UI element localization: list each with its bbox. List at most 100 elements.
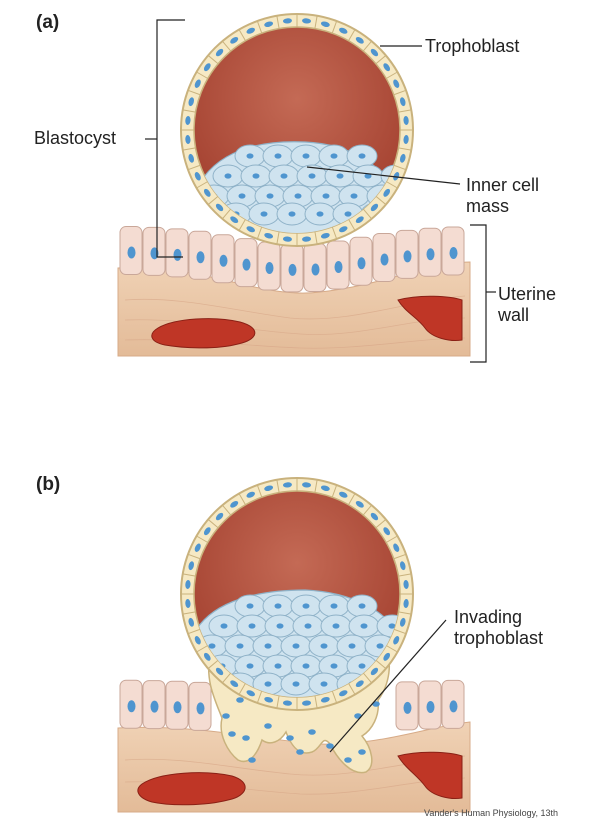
trophoblast-nucleus xyxy=(302,482,312,488)
trophoblast-nucleus xyxy=(246,491,255,498)
trophoblast-nucleus xyxy=(194,172,201,181)
inner-cell-nucleus xyxy=(358,603,366,609)
inner-cell-mass-cells-a xyxy=(198,144,400,226)
inner-cell-nucleus xyxy=(358,663,366,669)
inner-cell-nucleus xyxy=(264,681,272,687)
trophoblast-cell-border xyxy=(385,181,398,189)
trophoblast-nucleus xyxy=(320,485,330,491)
epithelial-nucleus xyxy=(449,246,458,259)
trophoblast-nucleus xyxy=(370,203,379,212)
trophoblast-nucleus xyxy=(246,226,255,233)
trophoblast-nucleus xyxy=(185,579,191,589)
invading-nucleus xyxy=(222,713,230,719)
trophoblast-nucleus xyxy=(355,216,364,224)
panel-a xyxy=(117,13,496,363)
epithelial-nucleus xyxy=(196,251,205,264)
invading-trophoblast-leader xyxy=(329,619,447,753)
trophoblast-cell-border xyxy=(393,89,407,96)
trophoblast-nucleus xyxy=(185,115,191,125)
trophoblast-nucleus xyxy=(282,18,292,24)
trophoblast-nucleus xyxy=(203,188,211,197)
trophoblast-nucleus xyxy=(246,27,255,34)
inner-cell-nucleus xyxy=(292,643,300,649)
inner-cell-nucleus xyxy=(302,603,310,609)
uterine-wall-bracket xyxy=(470,224,487,363)
trophoblast-nucleus xyxy=(320,233,330,239)
trophoblast-nucleus xyxy=(339,491,348,498)
invading-nucleus xyxy=(242,735,250,741)
uterine-wall-label: Uterine wall xyxy=(498,284,556,326)
inner-cell-nucleus xyxy=(322,193,330,199)
trophoblast-cell-border xyxy=(222,208,232,220)
epithelial-nucleus xyxy=(196,702,205,715)
inner-cell-nucleus xyxy=(376,643,384,649)
trophoblast-nucleus xyxy=(264,21,274,27)
uterine-wall-label-line1: Uterine xyxy=(498,284,557,304)
trophoblast-cell-border xyxy=(375,519,387,529)
trophoblast-nucleus xyxy=(400,617,406,627)
inner-cell-nucleus xyxy=(308,173,316,179)
trophoblast-nucleus xyxy=(400,97,406,107)
trophoblast-cell-border xyxy=(196,181,209,189)
trophoblast-nucleus xyxy=(383,652,391,661)
trophoblast-nucleus xyxy=(320,21,330,27)
trophoblast-cell-border xyxy=(187,553,201,560)
inner-cell-nucleus xyxy=(364,173,372,179)
trophoblast-nucleus xyxy=(370,512,379,521)
inner-cell-nucleus xyxy=(252,173,260,179)
invading-trophoblast-label-line2: trophoblast xyxy=(454,628,544,648)
inner-cell-mass-label: Inner cell mass xyxy=(466,175,539,217)
trophoblast-cell-border xyxy=(375,659,387,669)
trophoblast-nucleus xyxy=(194,543,201,552)
inner-cell-nucleus xyxy=(302,153,310,159)
trophoblast-cell-border xyxy=(385,71,398,79)
epithelial-nucleus xyxy=(426,700,435,713)
trophoblast-cell-border xyxy=(256,484,263,498)
epithelial-nucleus xyxy=(127,246,136,259)
trophoblast-nucleus xyxy=(339,27,348,34)
trophoblast-cell-border xyxy=(196,71,209,79)
inner-cell-nucleus xyxy=(304,623,312,629)
epithelial-nucleus xyxy=(219,254,228,267)
trophoblast-cell-border xyxy=(182,147,196,151)
trophoblast-cell-border xyxy=(256,690,263,704)
blood-vessel-b-left xyxy=(137,772,246,806)
inner-cell-nucleus xyxy=(246,153,254,159)
trophoblast-cell-border xyxy=(276,15,280,29)
epithelial-nucleus xyxy=(311,263,320,276)
trophoblast-nucleus xyxy=(403,579,409,589)
trophoblast-cell-border xyxy=(314,231,318,245)
trophoblast-cell-border xyxy=(256,20,263,34)
trophoblast-cells-b xyxy=(181,478,413,710)
invading-nucleus xyxy=(236,697,244,703)
inner-cell-nucleus xyxy=(224,173,232,179)
trophoblast-nucleus xyxy=(215,48,224,57)
trophoblast-cell-border xyxy=(222,40,232,52)
inner-cell-nucleus xyxy=(220,623,228,629)
trophoblast-nucleus xyxy=(302,236,312,242)
trophoblast-cell-border xyxy=(187,89,201,96)
trophoblast-nucleus xyxy=(185,599,191,609)
inner-cell-nucleus xyxy=(320,681,328,687)
trophoblast-nucleus xyxy=(370,48,379,57)
inner-cell-nucleus xyxy=(246,603,254,609)
trophoblast-nucleus xyxy=(230,216,239,224)
trophoblast-cell-border xyxy=(331,484,338,498)
trophoblast-cell-border xyxy=(238,218,246,231)
epithelial-nucleus xyxy=(380,253,389,266)
trophoblast-nucleus xyxy=(383,527,391,536)
epithelial-nucleus xyxy=(150,700,159,713)
epithelial-nucleus xyxy=(426,248,435,261)
trophoblast-cell-border xyxy=(222,672,232,684)
epithelial-nucleus xyxy=(127,700,136,713)
blood-vessel-a-left xyxy=(151,318,256,349)
epithelial-nucleus xyxy=(242,258,251,271)
inner-cell-mass-label-line1: Inner cell xyxy=(466,175,540,195)
trophoblast-cell-border xyxy=(348,218,356,231)
inner-cell-nucleus xyxy=(316,211,324,217)
inner-cell-nucleus xyxy=(248,623,256,629)
trophoblast-nucleus xyxy=(339,226,348,233)
trophoblast-cell-border xyxy=(398,573,412,577)
trophoblast-cell-border xyxy=(196,535,209,543)
